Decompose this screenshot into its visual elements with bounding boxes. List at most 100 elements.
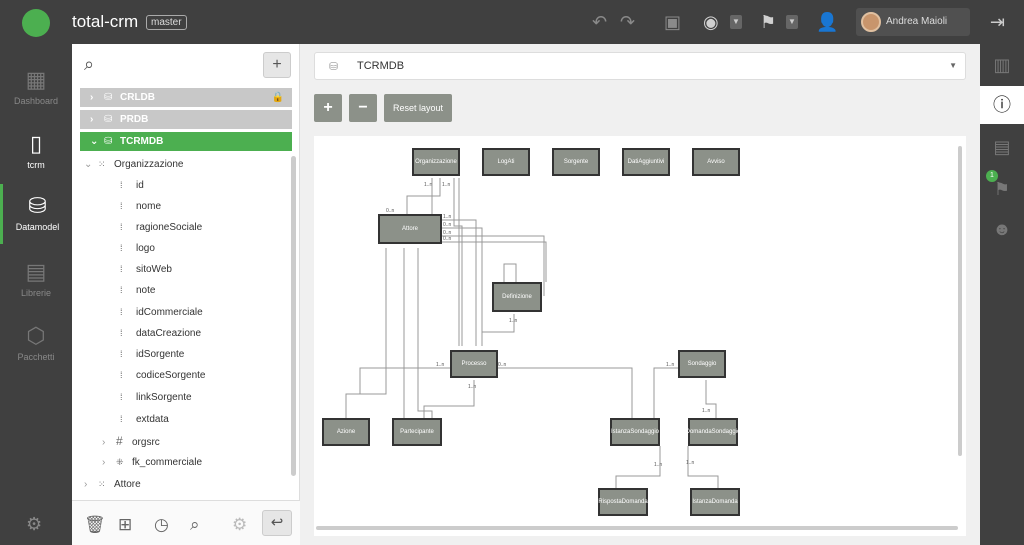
field-label: ragioneSociale <box>136 222 203 233</box>
multiplicity-label: 1..n <box>424 182 433 188</box>
robot-icon[interactable]: ☻ <box>992 219 1012 239</box>
notes-icon[interactable]: ▤ <box>993 137 1011 157</box>
add-image-icon[interactable]: ⊞ <box>118 515 133 534</box>
tree-field[interactable]: ⁞linkSorgente <box>120 388 192 406</box>
entity-node-avviso[interactable]: Avviso <box>692 148 740 176</box>
save-icon[interactable]: ▣ <box>664 12 682 32</box>
db-label: CRLDB <box>120 92 155 103</box>
entity-label: Organizzazione <box>114 159 184 170</box>
entity-node-sondaggio[interactable]: Sondaggio <box>678 350 726 378</box>
undo-button[interactable]: ↩ <box>262 510 292 536</box>
add-button[interactable]: + <box>263 52 291 78</box>
settings-gear-icon[interactable]: ⚙ <box>26 514 43 534</box>
field-label: sitoWeb <box>136 264 172 275</box>
db-label: PRDB <box>120 114 149 125</box>
search-icon[interactable]: ⌕ <box>84 54 95 74</box>
tree-field[interactable]: ⁞dataCreazione <box>120 324 201 342</box>
database-icon: ⛁ <box>104 114 113 125</box>
entity-node-datiaggiuntivi[interactable]: DatiAggiuntivi <box>622 148 670 176</box>
entity-node-attore[interactable]: Attore <box>378 214 442 244</box>
flag-icon[interactable]: ⚑ <box>993 179 1011 199</box>
canvas-horizontal-scrollbar[interactable] <box>316 526 958 530</box>
entity-node-definizione[interactable]: Definizione <box>492 282 542 312</box>
tree-field[interactable]: ⁞ragioneSociale <box>120 218 202 236</box>
entity-node-sorgente[interactable]: Sorgente <box>552 148 600 176</box>
tree-field[interactable]: ⁞codiceSorgente <box>120 366 206 384</box>
signpost-icon[interactable]: ⚑ <box>760 12 777 32</box>
undo-icon[interactable]: ↶ <box>592 12 608 32</box>
user-menu[interactable]: Andrea Maioli <box>856 8 970 36</box>
tree-field[interactable]: ⁞ idCommerciale <box>120 303 203 321</box>
tree-field[interactable]: ⁞note <box>120 281 155 299</box>
db-row-prdb[interactable]: ›⛁PRDB <box>80 110 292 129</box>
chevron-down-icon: ⌄ <box>90 136 99 147</box>
db-row-tcrmdb[interactable]: ⌄⛁TCRMDB <box>80 132 292 151</box>
tree-field[interactable]: ⁞sitoWeb <box>120 260 172 278</box>
app-title: total-crm <box>72 12 139 31</box>
multiplicity-label: 1..n <box>509 318 518 324</box>
field-label: idCommerciale <box>136 307 203 318</box>
field-icon: ⁞ <box>120 307 123 317</box>
settings-gear-icon[interactable]: ⚙ <box>232 515 248 534</box>
redo-icon[interactable]: ↷ <box>620 12 636 32</box>
entity-node-rispostadomanda[interactable]: RispostaDomanda <box>598 488 648 516</box>
avatar <box>861 12 881 32</box>
tree-field[interactable]: ⁞idSorgente <box>120 345 184 363</box>
nav-item-dashboard[interactable]: ▦ Dashboard <box>0 58 72 118</box>
chevron-right-icon: › <box>90 92 94 103</box>
nav-item-tcrm[interactable]: ▯ tcrm <box>0 122 72 182</box>
entity-node-azione[interactable]: Azione <box>322 418 370 446</box>
search-document-icon[interactable]: ⌕ <box>190 515 200 534</box>
entity-node-organizzazione[interactable]: Organizzazione <box>412 148 460 176</box>
tree-subgroup-orgsrc[interactable]: ›#orgsrc <box>102 432 160 450</box>
database-select[interactable]: ⛁ TCRMDB ▼ <box>314 52 966 80</box>
chevron-right-icon: › <box>102 457 106 468</box>
reset-layout-button[interactable]: Reset layout <box>384 94 452 122</box>
field-icon: ⁞ <box>120 243 123 253</box>
zoom-out-button[interactable]: − <box>349 94 377 122</box>
nav-item-datamodel[interactable]: ⛁ Datamodel <box>0 184 72 244</box>
tree-subgroup-fk-commerciale[interactable]: ›⁜fk_commerciale <box>102 453 202 471</box>
tree-field[interactable]: ⁞id <box>120 176 144 194</box>
branch-badge[interactable]: master <box>146 15 187 30</box>
tree-field[interactable]: ⁞nome <box>120 197 161 215</box>
clock-icon[interactable]: ◷ <box>154 515 169 534</box>
tree-scrollbar[interactable] <box>291 156 296 476</box>
add-user-icon[interactable]: 👤 <box>816 12 839 32</box>
book-open-icon[interactable]: ▥ <box>993 55 1011 75</box>
multiplicity-label: 1..n <box>654 462 663 468</box>
diagram-canvas[interactable]: 1..n 1..n 0..n 1..n 0..n 0..n 0..n 1..n … <box>314 136 966 536</box>
eye-dropdown-icon[interactable]: ▼ <box>730 15 742 29</box>
exit-icon[interactable]: ⇥ <box>990 12 1006 32</box>
info-icon[interactable]: ⓘ <box>980 86 1024 124</box>
hash-icon: # <box>116 434 123 448</box>
entity-node-processo[interactable]: Processo <box>450 350 498 378</box>
entity-node-istanzadomanda[interactable]: IstanzaDomanda <box>690 488 740 516</box>
tree-footer: 🗑 ⊞ ◷ ⌕ ⚙ ↩ <box>72 500 300 545</box>
zoom-in-button[interactable]: + <box>314 94 342 122</box>
multiplicity-label: 1..n <box>686 460 695 466</box>
field-label: extdata <box>136 414 169 425</box>
nav-item-librerie[interactable]: ▤ Librerie <box>0 250 72 310</box>
entity-node-istanzasondaggio[interactable]: IstanzaSondaggio <box>610 418 660 446</box>
entity-node-partecipante[interactable]: Partecipante <box>392 418 442 446</box>
tree-entity-attore[interactable]: ›⁙Attore <box>84 475 141 493</box>
field-label: idSorgente <box>136 349 185 360</box>
signpost-dropdown-icon[interactable]: ▼ <box>786 15 798 29</box>
canvas-vertical-scrollbar[interactable] <box>958 146 962 456</box>
tree-field[interactable]: ⁞logo <box>120 239 155 257</box>
tree-entity-organizzazione[interactable]: ⌄⁙Organizzazione <box>84 155 183 173</box>
trash-icon[interactable]: 🗑 <box>84 515 106 534</box>
nav-item-pacchetti[interactable]: ⬡ Pacchetti <box>0 314 72 374</box>
entity-node-logati[interactable]: LogAti <box>482 148 530 176</box>
entity-node-domandasondaggio[interactable]: DomandaSondaggio <box>686 418 740 446</box>
multiplicity-label: 1..n <box>436 362 445 368</box>
field-label: codiceSorgente <box>136 370 206 381</box>
db-row-crldb[interactable]: ›⛁CRLDB 🔒 <box>80 88 292 107</box>
eye-icon[interactable]: ◉ <box>703 12 719 32</box>
tree-field[interactable]: ⁞ extdata <box>120 410 169 428</box>
field-label: linkSorgente <box>136 392 192 403</box>
field-icon: ⁞ <box>120 414 123 424</box>
dashboard-icon: ▦ <box>25 67 47 92</box>
notification-badge: 1 <box>986 170 998 182</box>
